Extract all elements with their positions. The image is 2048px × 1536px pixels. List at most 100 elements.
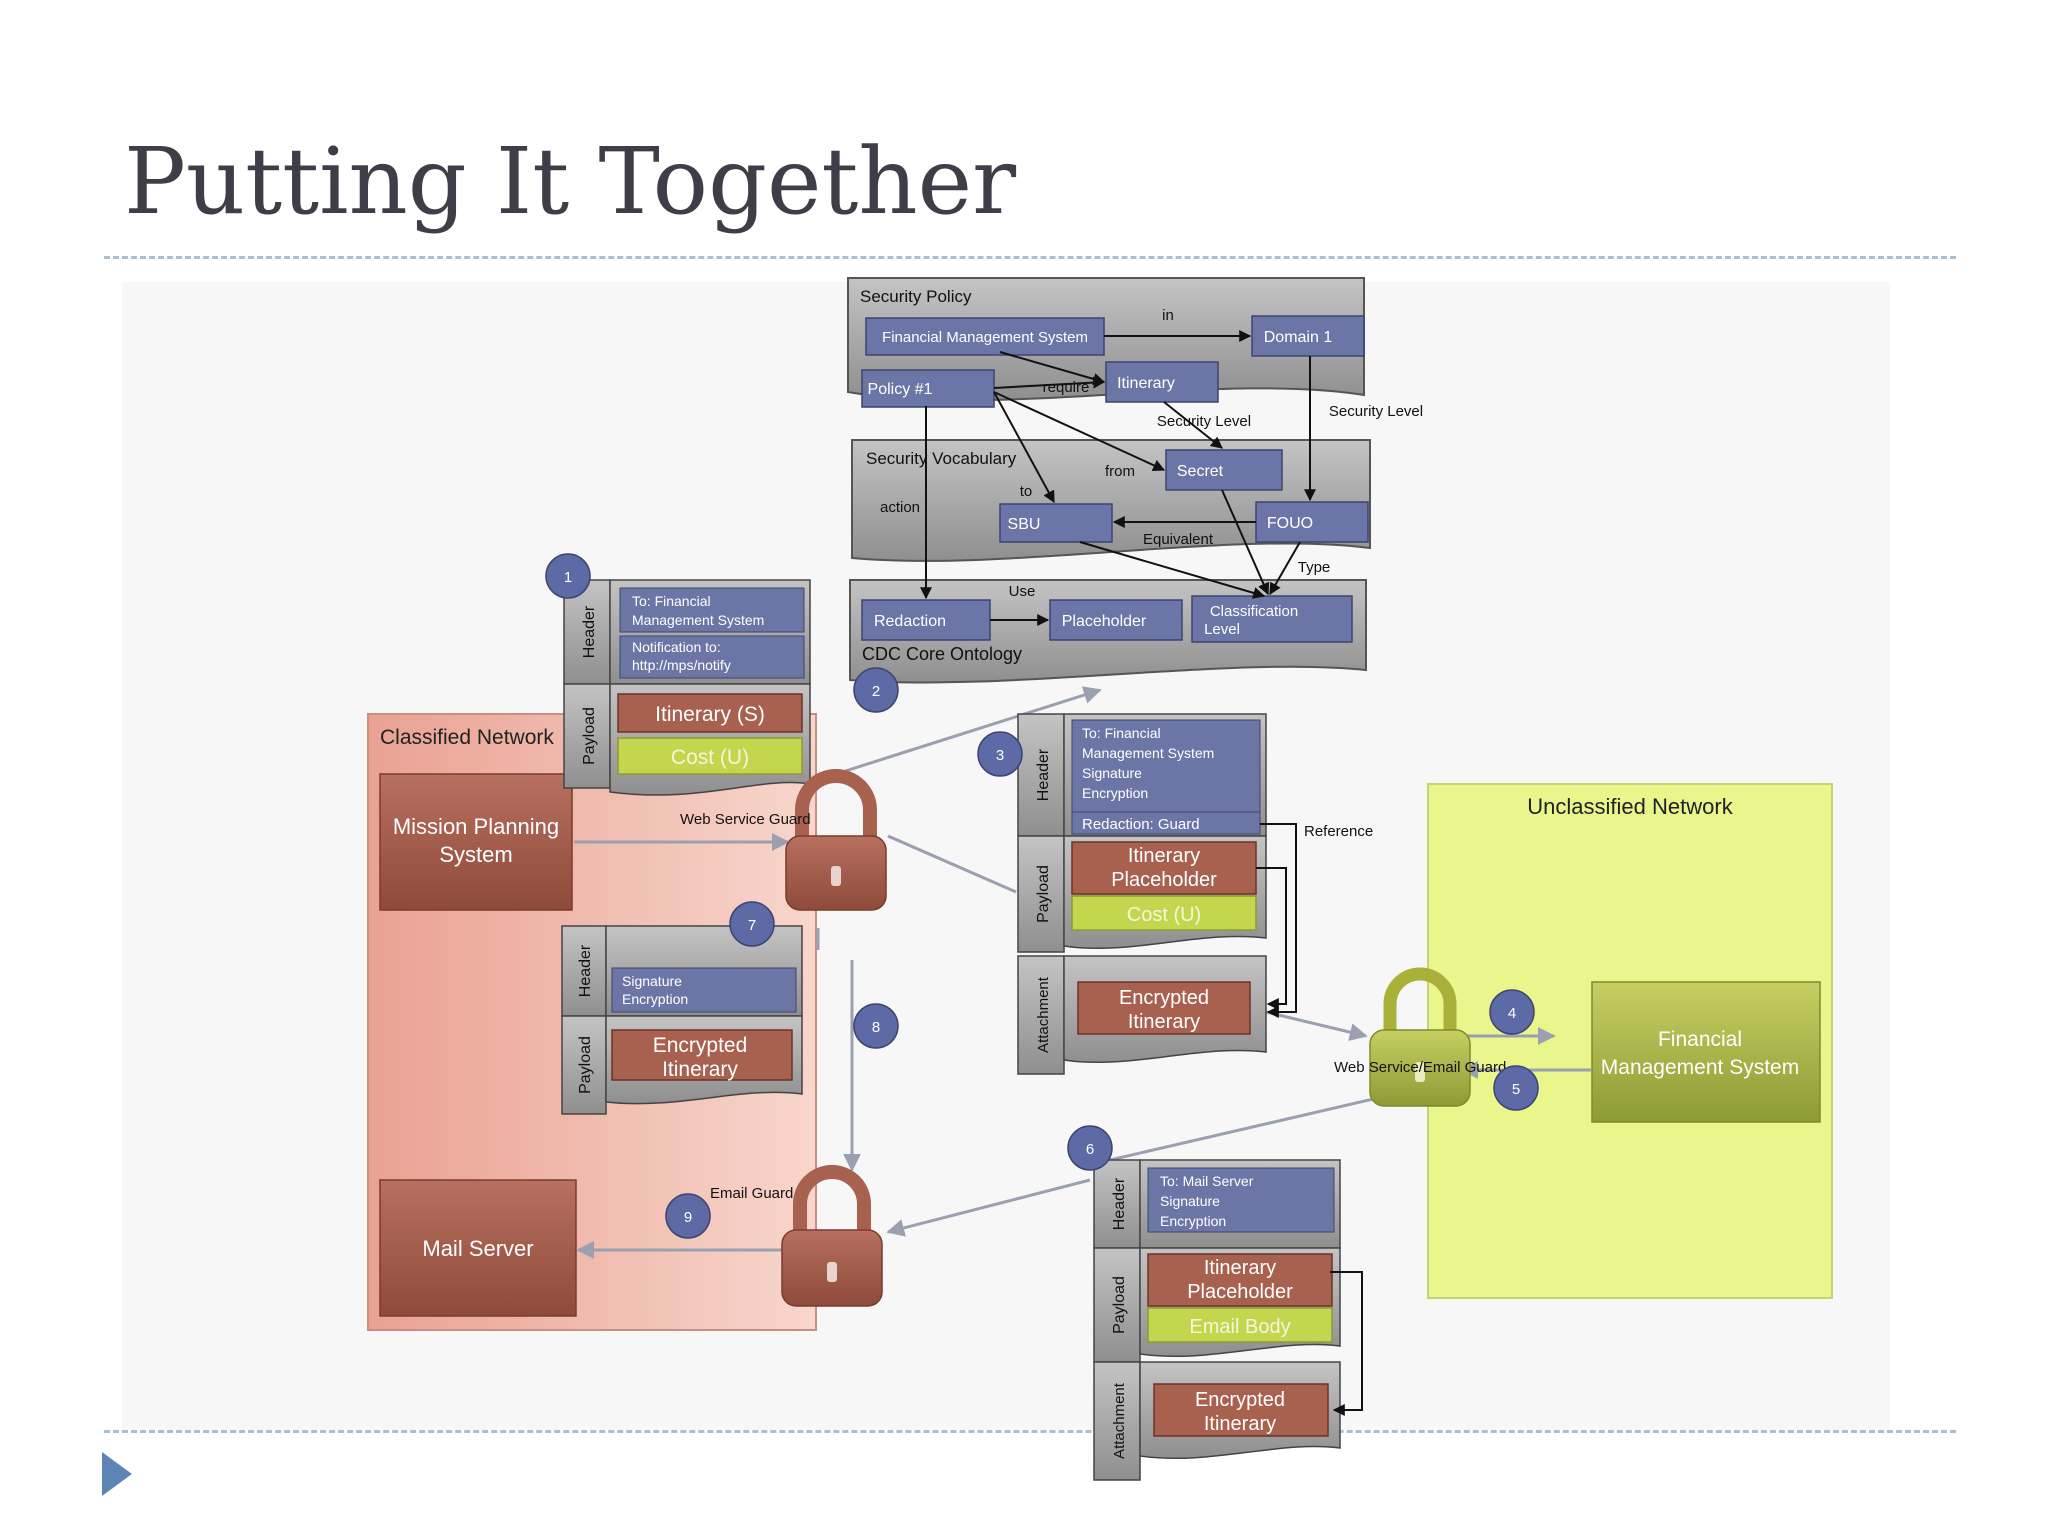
- message1-itinerary-label: Itinerary (S): [655, 703, 765, 726]
- arrow-policy-to-itinerary: [993, 376, 1106, 389]
- message3-placeholder-line2: Placeholder: [1111, 869, 1217, 891]
- message6-encrypted-line2: Itinerary: [1204, 1413, 1276, 1435]
- placeholder-box: [1049, 599, 1183, 641]
- action-edge-label: action: [880, 499, 920, 516]
- email-guard-label: Email Guard: [710, 1185, 793, 1202]
- fms-label-line1: Financial: [1658, 1028, 1742, 1051]
- require-edge-label: require: [1043, 379, 1090, 396]
- flow-message3-to-guard: [1265, 1010, 1368, 1041]
- message3-cost-label: Cost (U): [1127, 904, 1201, 926]
- web-email-guard[interactable]: [1369, 967, 1471, 1107]
- mission-planning-label-line2: System: [439, 842, 512, 867]
- flow-message6-to-email-guard: [886, 1178, 1091, 1237]
- message7-encryption: Encryption: [622, 991, 688, 1007]
- slide-title: Putting It Together: [124, 128, 1017, 235]
- to-edge-label: to: [1020, 483, 1033, 500]
- message3-encrypted-line2: Itinerary: [1128, 1011, 1200, 1033]
- message3-redaction: Redaction: Guard: [1082, 816, 1200, 833]
- step-number-9: 9: [684, 1209, 692, 1226]
- message6-encryption: Encryption: [1160, 1213, 1226, 1229]
- message3-placeholder-line1: Itinerary: [1128, 845, 1200, 867]
- message6-placeholder-line2: Placeholder: [1187, 1281, 1293, 1303]
- message-6: Header To: Mail Server Signature Encrypt…: [1093, 1159, 1363, 1481]
- message6-to: To: Mail Server: [1160, 1173, 1254, 1189]
- message7-encrypted-box: [611, 1029, 793, 1081]
- message6-attachment-tab-label: Attachment: [1111, 1382, 1128, 1459]
- core-ontology-title: CDC Core Ontology: [862, 644, 1022, 664]
- step-circle-2: [853, 667, 899, 713]
- step-circle-3: [977, 731, 1023, 777]
- message7-encrypted-line2: Itinerary: [662, 1058, 738, 1081]
- message3-to-line1: To: Financial: [1082, 725, 1161, 741]
- message3-attachment-tab-label: Attachment: [1035, 976, 1052, 1053]
- itinerary-policy-box: [1105, 361, 1219, 403]
- security-vocabulary-title: Security Vocabulary: [866, 449, 1017, 468]
- keyhole-icon: [831, 866, 841, 886]
- step-number-4: 4: [1508, 1005, 1516, 1022]
- message3-header-tab-label: Header: [1035, 748, 1052, 801]
- message6-header-fields: [1147, 1167, 1335, 1233]
- in-edge-label: in: [1162, 307, 1174, 324]
- fms-label-line2: Management System: [1601, 1056, 1799, 1079]
- message1-header-tab-label: Header: [581, 605, 598, 658]
- step-number-1: 1: [564, 569, 572, 586]
- message1-to-box: [619, 587, 805, 633]
- message6-signature: Signature: [1160, 1193, 1220, 1209]
- message6-attachment-tab: [1093, 1361, 1141, 1481]
- sbu-box: [999, 503, 1113, 543]
- itinerary-policy-label: Itinerary: [1117, 375, 1175, 392]
- classified-network-title: Classified Network: [380, 726, 554, 749]
- equivalent-edge-label: Equivalent: [1143, 531, 1214, 548]
- message3-signature: Signature: [1082, 765, 1142, 781]
- message7-header-fields: [611, 967, 797, 1013]
- step-circle-6: [1067, 1125, 1113, 1171]
- financial-management-system: [1591, 981, 1821, 1123]
- unclassified-network-title: Unclassified Network: [1527, 794, 1733, 819]
- step-circle-4: [1489, 989, 1535, 1035]
- message-3: Header To: Financial Management System S…: [1017, 713, 1373, 1075]
- policy-box: [861, 369, 995, 408]
- message1-notify-line1: Notification to:: [632, 639, 721, 655]
- domain-box: [1251, 315, 1365, 357]
- domain-label: Domain 1: [1264, 329, 1333, 346]
- message6-reference-arrow: [1330, 1271, 1363, 1416]
- message1-cost-box: [617, 737, 803, 775]
- web-service-guard[interactable]: [785, 769, 887, 911]
- triangle-right-icon[interactable]: [102, 1452, 132, 1496]
- step-markers: 1 2 3 4 5 6 7 8 9: [545, 553, 1539, 1239]
- type-edge-label: Type: [1298, 559, 1331, 576]
- classification-level-box: [1191, 595, 1353, 643]
- message6-placeholder-line1: Itinerary: [1204, 1257, 1276, 1279]
- web-service-guard-shackle: [795, 769, 877, 842]
- email-guard-shackle: [793, 1165, 871, 1236]
- message6-email-body-label: Email Body: [1189, 1316, 1290, 1338]
- keyhole-icon: [827, 1262, 837, 1282]
- message3-header-fields: [1071, 719, 1261, 821]
- security-level-label-1: Security Level: [1157, 413, 1251, 430]
- fouo-label: FOUO: [1267, 515, 1313, 532]
- message1-itinerary-box: [617, 693, 803, 733]
- mail-server-label: Mail Server: [422, 1236, 533, 1261]
- data-flow-lines: [574, 686, 1592, 1259]
- message6-encrypted-line1: Encrypted: [1195, 1389, 1285, 1411]
- message1-to-line1: To: Financial: [632, 593, 711, 609]
- security-policy-title: Security Policy: [860, 287, 972, 306]
- message7-signature: Signature: [622, 973, 682, 989]
- step-circle-7: [729, 901, 775, 947]
- fouo-box: [1255, 501, 1369, 543]
- message3-reference-label: Reference: [1304, 823, 1373, 840]
- top-divider: [104, 256, 1956, 259]
- message6-payload-tab-label: Payload: [1111, 1276, 1128, 1334]
- placeholder-label: Placeholder: [1062, 613, 1147, 630]
- arrow-secret-to-classification: [1221, 489, 1270, 596]
- email-guard[interactable]: [781, 1165, 883, 1307]
- message1-to-line2: Management System: [632, 612, 764, 628]
- flow-guard-to-message3: [887, 834, 1017, 894]
- step-number-5: 5: [1512, 1081, 1520, 1098]
- web-email-guard-label: Web Service/Email Guard: [1334, 1059, 1506, 1076]
- security-level-label-2: Security Level: [1329, 403, 1423, 420]
- message6-email-body-box: [1147, 1307, 1333, 1343]
- message7-payload-tab: [561, 1015, 607, 1115]
- secret-label: Secret: [1177, 463, 1224, 480]
